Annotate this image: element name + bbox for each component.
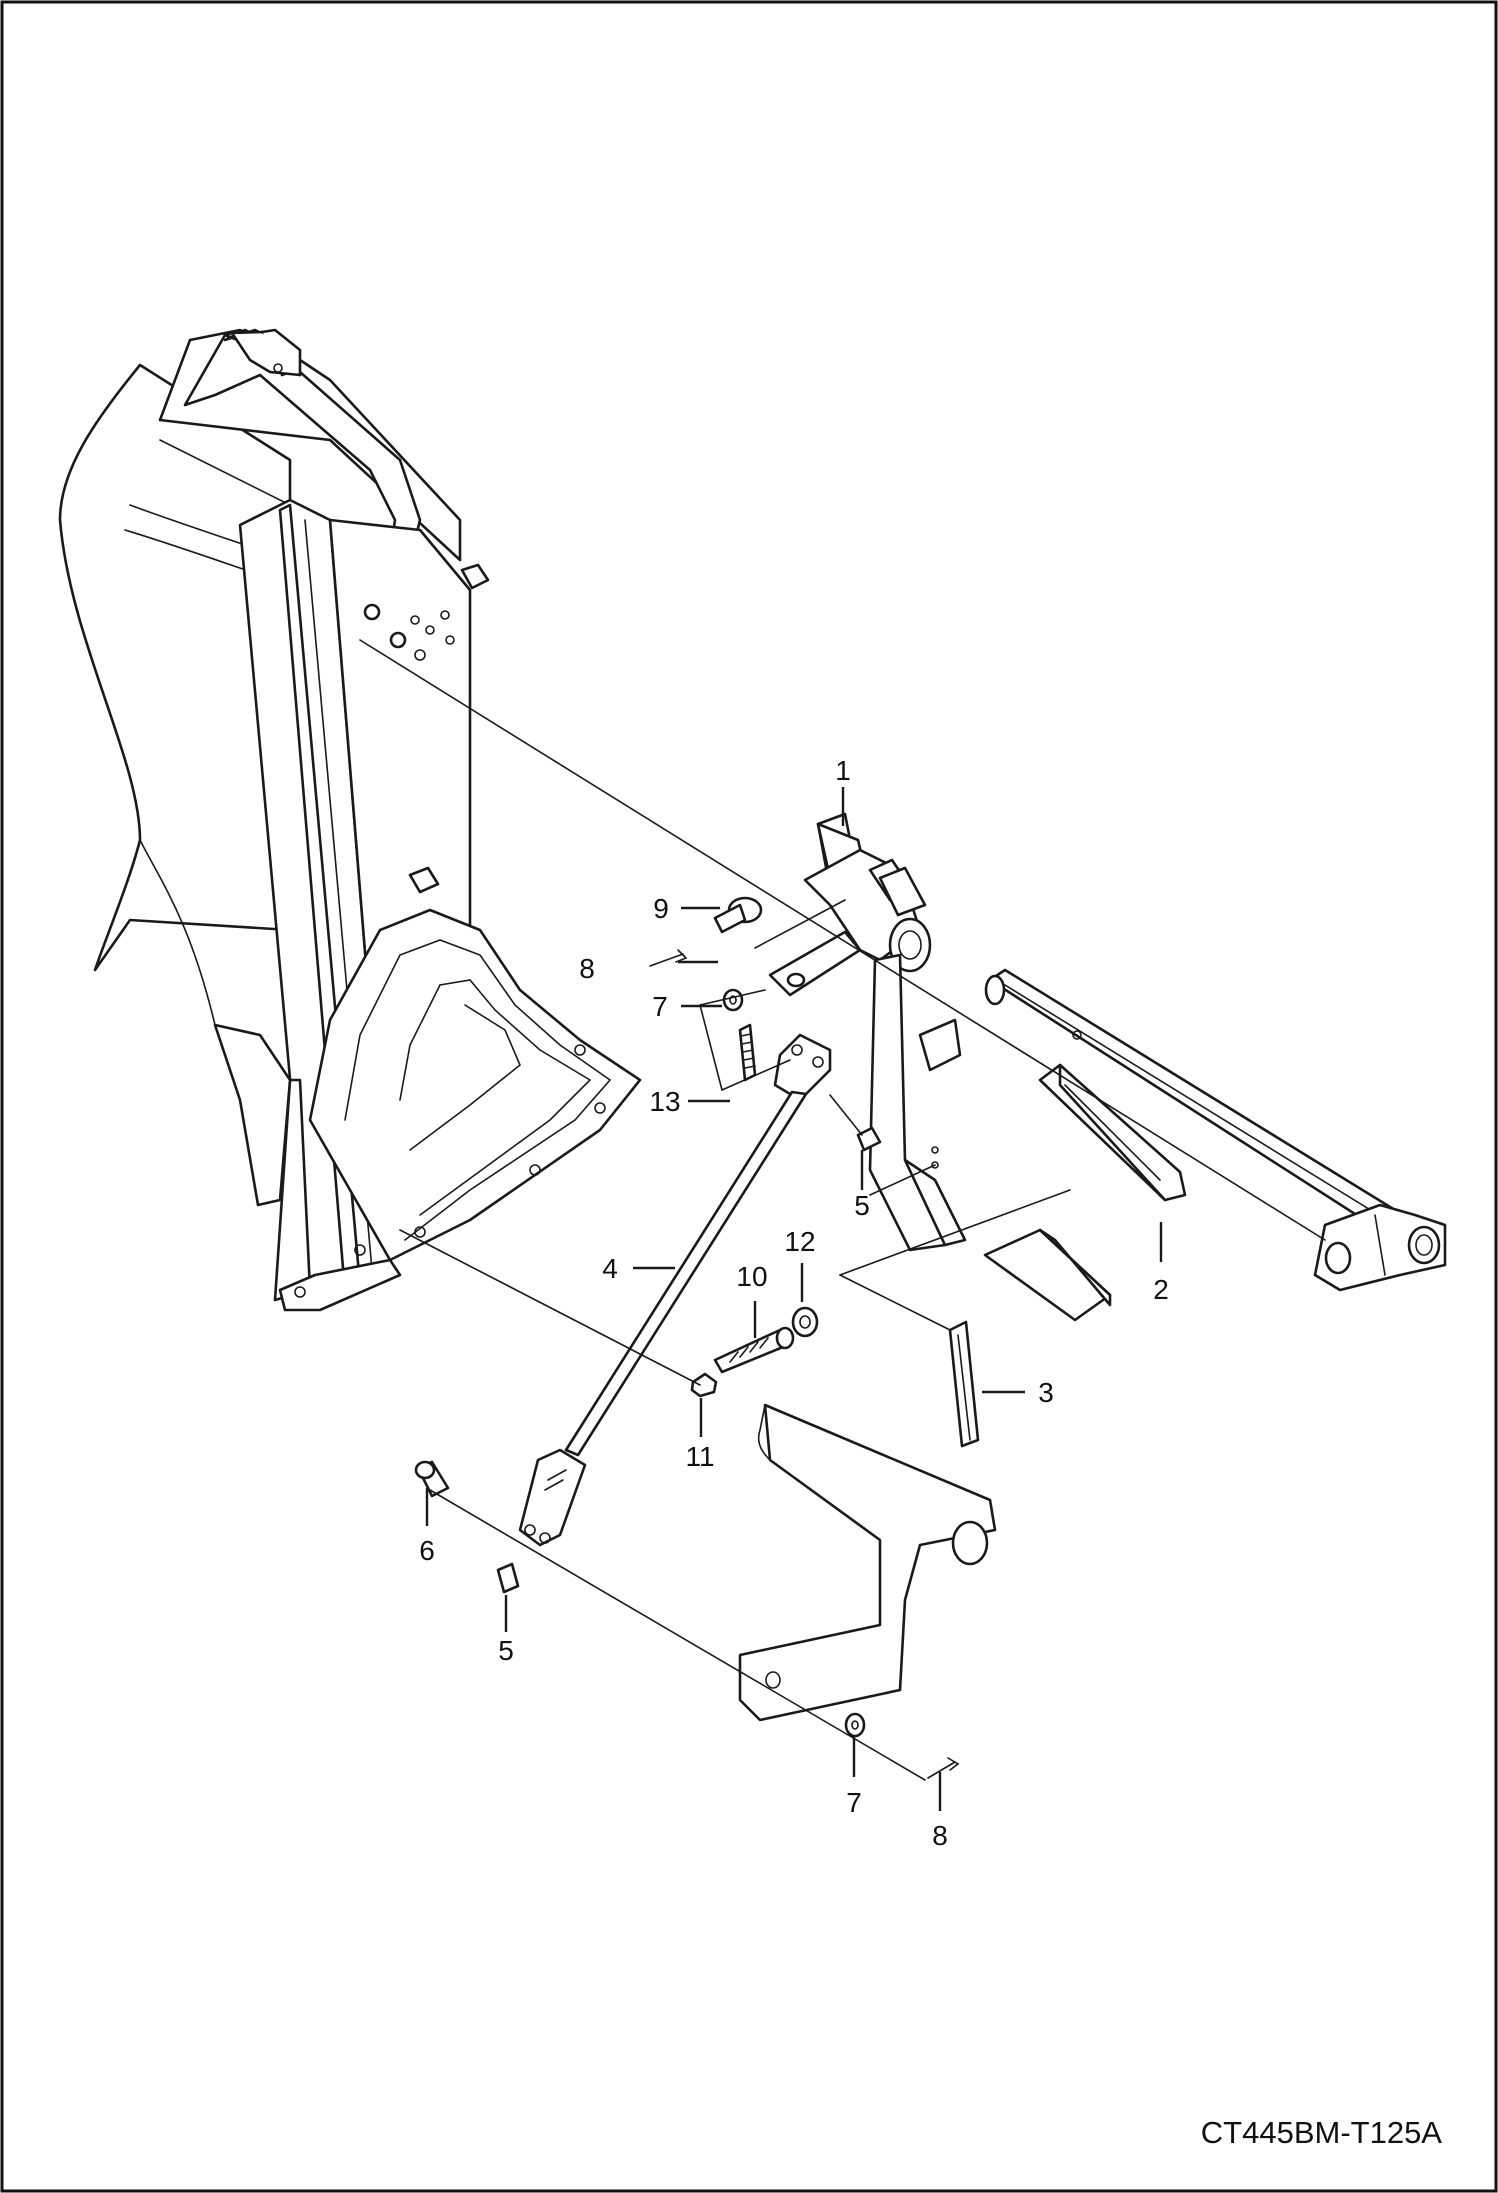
callout-12: 12: [784, 1226, 815, 1257]
hardware-adjust-bolt-10: [713, 1326, 795, 1374]
callout-numbers: 1 2 3 4 5 6 5 7 7 8 8 9 10 11 12 13: [419, 755, 1169, 1851]
callout-5-lower: 5: [498, 1635, 514, 1666]
callout-13: 13: [649, 1086, 680, 1117]
hardware-washer-lower: [844, 1712, 866, 1738]
hardware-nut-12: [791, 1306, 819, 1338]
callout-8-lower: 8: [932, 1820, 948, 1851]
callout-leaders: [425, 787, 1163, 1811]
callout-9: 9: [653, 893, 669, 924]
pedal-bracket-assembly: [768, 812, 1112, 1322]
callout-7-upper: 7: [652, 991, 668, 1022]
hardware-nut-11: [690, 1372, 718, 1398]
callout-8-upper: 8: [579, 953, 595, 984]
hardware-spring-13: [738, 1023, 757, 1082]
cross-shaft: [984, 968, 1447, 1292]
callout-1: 1: [835, 755, 851, 786]
hardware-pin-6: [414, 1460, 450, 1498]
upper-clevis: [773, 1033, 832, 1102]
callout-5-upper: 5: [854, 1190, 870, 1221]
drawing-id-label: CT445BM-T125A: [1201, 2115, 1443, 2150]
lower-clevis: [518, 1448, 587, 1547]
hardware-cotter-pin-upper: [649, 949, 688, 967]
lower-brake-lever: [738, 1403, 997, 1722]
hardware-pin-5-upper: [856, 1126, 882, 1152]
hardware-cotter-pin-lower: [927, 1757, 960, 1779]
callout-4: 4: [602, 1253, 618, 1284]
pedal-pad: [1038, 1063, 1187, 1202]
callout-7-lower: 7: [846, 1787, 862, 1818]
callout-11: 11: [685, 1441, 714, 1472]
return-spring-clip: [948, 1320, 980, 1448]
assembly-lines: [359, 639, 1326, 1781]
hardware-pin-5-lower: [496, 1562, 520, 1594]
callout-2: 2: [1153, 1274, 1169, 1305]
callout-6: 6: [419, 1535, 435, 1566]
linkage-rod: [564, 1090, 808, 1457]
cab-frame-assembly: [58, 328, 642, 1312]
hardware-pin-9: [713, 896, 763, 934]
hardware-washer-upper: [722, 988, 744, 1012]
callout-10: 10: [736, 1261, 767, 1292]
callout-3: 3: [1038, 1377, 1054, 1408]
